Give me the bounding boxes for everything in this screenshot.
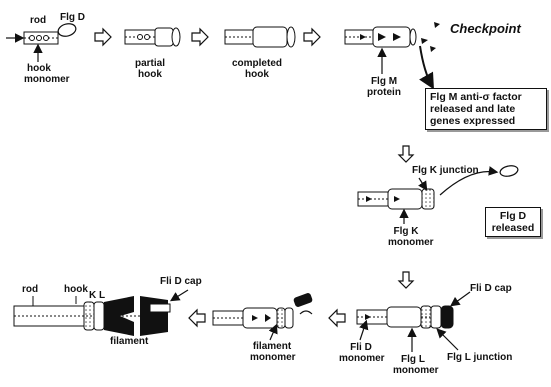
filament-label: filament (110, 336, 148, 347)
filament-monomer-label: filament monomer (250, 341, 294, 363)
partial-hook-label: partial hook (132, 58, 168, 80)
stage-filament-monomer (213, 292, 313, 340)
hook-label-bottom: hook (64, 284, 88, 295)
step-arrow-down-2 (399, 272, 413, 288)
flgk-monomer-label: Flg K monomer (388, 226, 424, 248)
flgl-junction-label: Flg L junction (447, 352, 512, 363)
stage-completed-hook (225, 27, 295, 47)
hook-monomer-label: hook monomer (24, 63, 54, 85)
flgd-release-box: Flg D released (485, 207, 541, 237)
stage-rod (6, 22, 77, 62)
flid-cap-label-right: Fli D cap (470, 283, 512, 294)
step-arrow-down-1 (399, 146, 413, 162)
stage-partial-hook (125, 28, 180, 46)
rod-label-bottom: rod (22, 284, 38, 295)
flgk-junction-label: Flg K junction (412, 165, 479, 176)
flgm-protein-label: Flg M protein (366, 76, 402, 98)
completed-hook-label: completed hook (227, 58, 287, 80)
rod-label-top: rod (30, 15, 46, 26)
flgl-monomer-label: Flg L monomer (393, 354, 433, 376)
kl-label: K L (89, 290, 105, 301)
checkpoint-title: Checkpoint (450, 21, 521, 36)
flgd-label-top: Flg D (60, 12, 85, 23)
flid-cap-label-left: Fli D cap (160, 276, 202, 287)
flid-monomer-label: Fli D monomer (339, 342, 383, 364)
flgm-release-box: Flg M anti-σ factor released and late ge… (425, 88, 547, 130)
